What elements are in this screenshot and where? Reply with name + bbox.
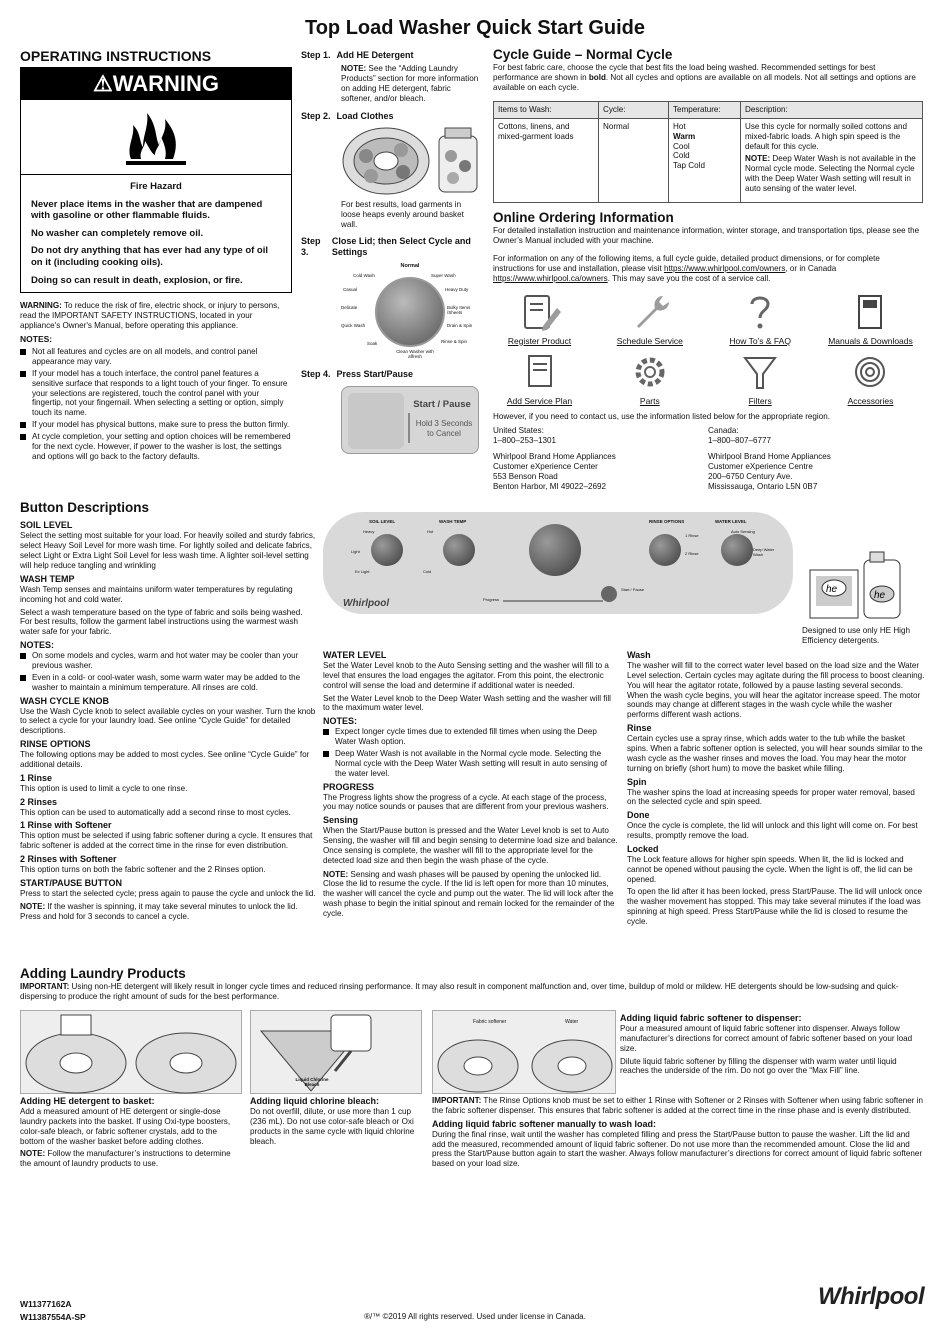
warning-text: WARNING: To reduce the risk of fire, ele… [20, 301, 280, 330]
rinse-options-knob [649, 534, 681, 566]
register-product[interactable]: Register Product [487, 290, 592, 346]
add-service-plan[interactable]: Add Service Plan [487, 350, 592, 406]
svg-text:he: he [826, 584, 838, 595]
cycle-heading: Cycle Guide – Normal Cycle [493, 47, 673, 62]
water-level-section: WATER LEVEL Set the Water Level knob to … [323, 650, 618, 919]
schedule-service[interactable]: Schedule Service [597, 290, 702, 346]
steps-column: Step 1. Add HE Detergent NOTE: See the “A… [301, 50, 481, 454]
button-heading: Button Descriptions [20, 500, 150, 515]
control-panel-illustration: SOIL LEVEL WASH TEMP RINSE OPTIONS WATER… [323, 512, 793, 614]
manual-book-icon [858, 294, 883, 329]
question-mark-icon [750, 296, 770, 329]
online-p1: For detailed installation instruction an… [493, 226, 920, 246]
step1-note: NOTE: See the “Adding Laundry Products” … [341, 63, 479, 103]
fire-line: No washer can completely remove oil. [31, 227, 204, 239]
step-number: Step 1. [301, 50, 331, 60]
page-title: Top Load Washer Quick Start Guide [304, 17, 646, 39]
manuals-downloads[interactable]: Manuals & Downloads [818, 290, 923, 346]
whirlpool-us-link[interactable]: https://www.whirlpool.com/owners [663, 264, 786, 274]
notes-label: NOTES: [20, 333, 53, 344]
whirlpool-logo: Whirlpool [818, 1283, 925, 1310]
gear-icon [635, 357, 665, 387]
table-cell: Cottons, linens, and mixed-garment loads [493, 117, 599, 203]
soil-level-knob [371, 534, 403, 566]
icon-row-1: Register Product Schedule Service How To… [487, 290, 923, 346]
cycle-guide: Cycle Guide – Normal Cycle For best fabr… [493, 47, 923, 203]
filters[interactable]: Filters [708, 350, 813, 406]
note-item: If your model has physical buttons, make… [20, 420, 292, 430]
he-caption: Designed to use only HE High Efficiency … [802, 626, 910, 645]
doc-code: W11377162A [20, 1299, 72, 1309]
start-pause-button [601, 586, 617, 602]
adding-laundry-products: Adding Laundry Products IMPORTANT: Using… [20, 966, 925, 1005]
note-item: Not all features and cycles are on all m… [20, 347, 292, 367]
cycle-intro: For best fabric care, choose the cycle t… [493, 63, 916, 93]
load-caption: For best results, load garments in loose… [341, 200, 464, 230]
step-title: Close Lid; then Select Cycle and Setting… [331, 235, 471, 257]
adding-detergent: Adding HE detergent to basket: Add a mea… [20, 1096, 231, 1169]
parts[interactable]: Parts [597, 350, 702, 406]
wash-cycle-knob [529, 524, 581, 576]
table-cell: Use this cycle for normally soiled cotto… [740, 117, 923, 203]
copyright: ®/™ ©2019 All rights reserved. Used unde… [364, 1312, 586, 1321]
start-pause-illustration: Start / Pause Hold 3 Seconds to Cancel [341, 385, 479, 454]
cycle-dial [375, 276, 445, 347]
operating-instructions: OPERATING INSTRUCTIONS ⚠WARNING Fire Haz… [20, 48, 292, 464]
button-descriptions: Button Descriptions SOIL LEVEL Select th… [20, 500, 316, 921]
svg-text:he: he [874, 590, 886, 601]
contact-intro: However, if you need to contact us, use … [493, 412, 830, 422]
online-heading: Online Ordering Information [493, 210, 674, 225]
whirlpool-ca-link[interactable]: https://www.whirlpool.ca/owners [493, 273, 608, 283]
clipboard-pen-icon [523, 294, 561, 331]
fabric-softener-dispenser: Adding liquid fabric softener to dispens… [620, 1013, 913, 1076]
warning-box: ⚠WARNING Fire Hazard Never place items i… [20, 67, 292, 294]
funnel-icon [743, 357, 778, 390]
table-header: Description: [740, 101, 923, 119]
how-tos-faq[interactable]: How To’s & FAQ [708, 290, 813, 346]
warning-label: ⚠WARNING [21, 68, 291, 101]
bleach-illustration: Liquid Chlorine Bleach [250, 1010, 422, 1094]
online-ordering: Online Ordering Information For detailed… [493, 210, 923, 492]
doc-code: W11387554A-SP [20, 1312, 86, 1322]
table-cell: Normal [598, 117, 669, 203]
load-clothes-illustration [341, 126, 481, 196]
hose-icon [855, 357, 886, 388]
fire-icon [21, 100, 291, 174]
step-title: Load Clothes [336, 111, 394, 122]
water-level-knob [721, 534, 753, 566]
cycle-table: Items to Wash: Cycle: Temperature: Descr… [493, 101, 923, 203]
fire-title: Fire Hazard [130, 181, 182, 193]
online-p2: For information on any of the following … [493, 254, 880, 283]
cycle-phases-section: Wash The washer will fill to the correct… [627, 650, 925, 927]
fire-line: Doing so can result in death, explosion,… [31, 274, 243, 286]
note-item: At cycle completion, your setting and op… [20, 432, 292, 462]
table-header: Items to Wash: [493, 101, 599, 119]
wrench-icon [636, 295, 669, 328]
adding-bleach: Adding liquid chlorine bleach: Do not ov… [250, 1096, 415, 1146]
operating-heading: OPERATING INSTRUCTIONS [20, 48, 212, 64]
fire-line: Do not dry anything that has ever had an… [31, 245, 269, 268]
step-title: Add HE Detergent [336, 50, 414, 60]
cycle-dial-illustration: Normal Cold Wash Super Wash Casual Heavy… [341, 262, 473, 360]
step-title: Press Start/Pause [336, 368, 414, 379]
he-detergent-illustration: he he [806, 550, 926, 620]
adding-heading: Adding Laundry Products [20, 966, 186, 981]
note-item: If your model has a touch interface, the… [20, 369, 292, 418]
fire-line: Never place items in the washer that are… [31, 198, 263, 222]
detergent-illustration [20, 1010, 242, 1094]
icon-row-2: Add Service Plan Parts Filters Accessori… [487, 350, 923, 406]
fabric-softener-illustration: Fabric softener Water [432, 1010, 616, 1094]
table-header: Cycle: [598, 101, 669, 119]
document-plus-icon [527, 355, 552, 388]
wash-temp-knob [443, 534, 475, 566]
adding-softener-manual: IMPORTANT: The Rinse Options knob must b… [432, 1096, 923, 1169]
accessories[interactable]: Accessories [818, 350, 923, 406]
table-header: Temperature: [668, 101, 741, 119]
